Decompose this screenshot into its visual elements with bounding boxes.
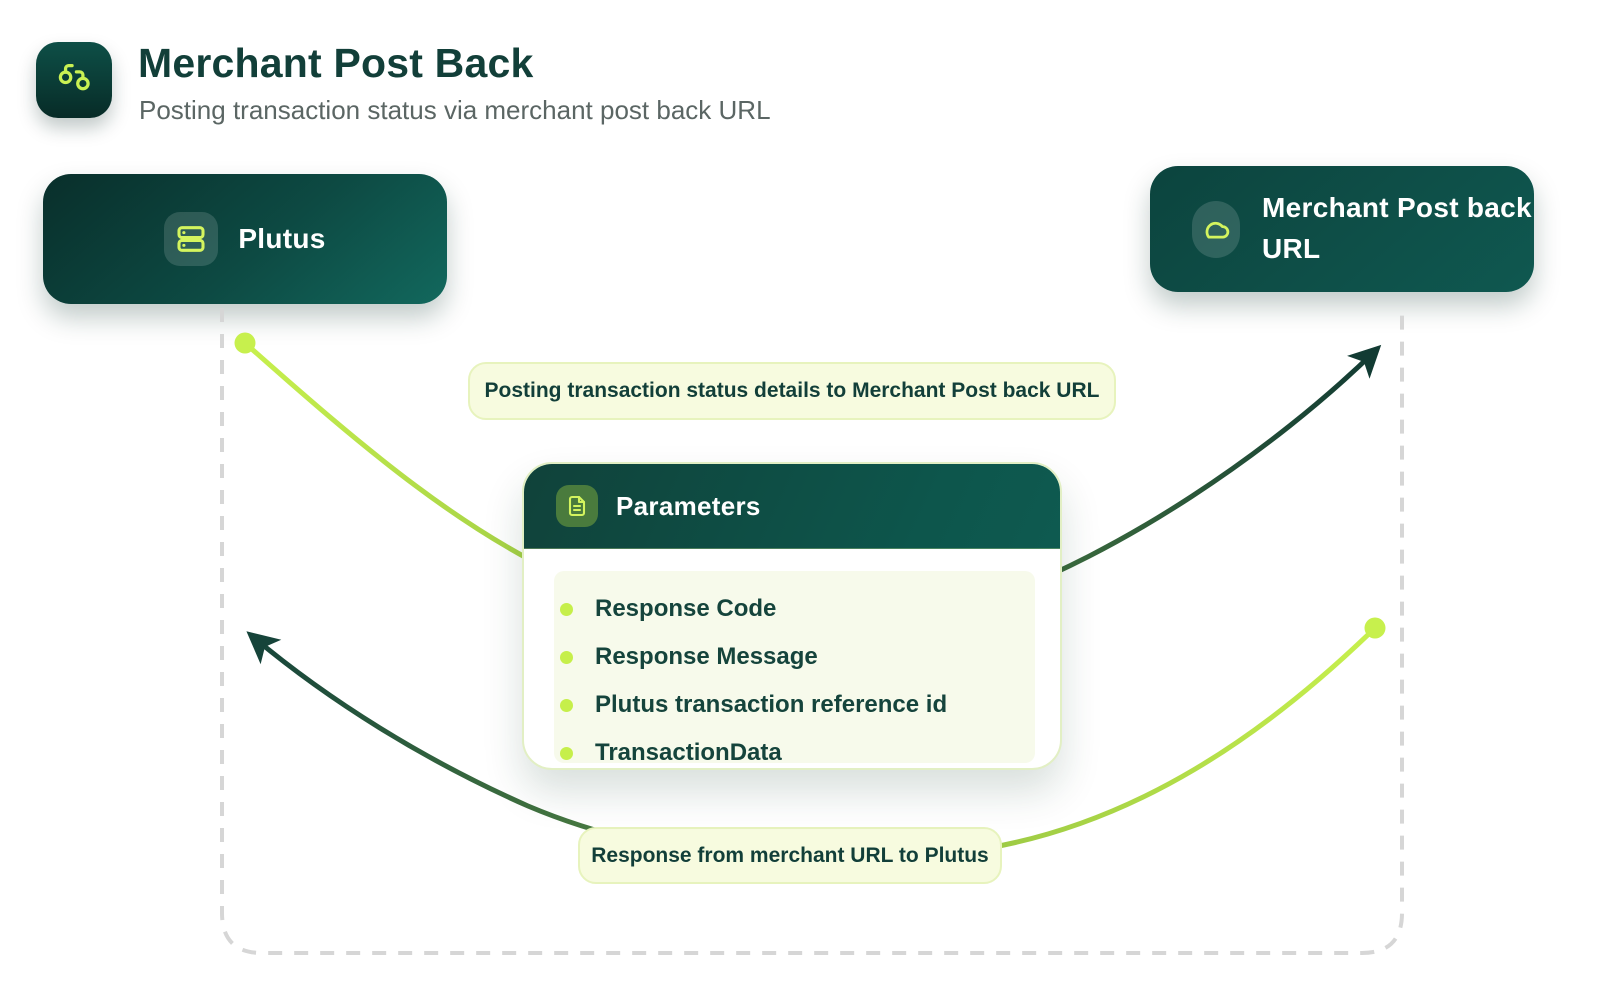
bullet-icon xyxy=(560,746,573,760)
parameter-item: Response Code xyxy=(558,585,1035,633)
parameters-list-panel: Response Code Response Message Plutus tr… xyxy=(554,571,1035,766)
node-merchant-post-back-url: Merchant Post back URL xyxy=(1150,166,1534,292)
page-subtitle: Posting transaction status via merchant … xyxy=(139,95,771,125)
parameters-card-header: Parameters xyxy=(524,464,1060,549)
document-icon xyxy=(568,495,586,517)
parameter-item: Response Message xyxy=(558,633,1035,681)
parameters-icon-chip xyxy=(556,485,598,527)
plutus-label: Plutus xyxy=(238,222,326,254)
server-icon xyxy=(177,226,205,252)
parameter-item: TransactionData xyxy=(558,729,1035,768)
parameters-list: Response Code Response Message Plutus tr… xyxy=(558,585,1035,768)
cloud-icon xyxy=(1205,221,1230,239)
response-flow-label: Response from merchant URL to Plutus xyxy=(578,827,1002,884)
parameters-card: Parameters Response Code Response Messag… xyxy=(522,462,1062,770)
parameters-title: Parameters xyxy=(616,490,761,521)
bullet-icon xyxy=(560,602,573,616)
parameter-label: Response Message xyxy=(595,643,818,670)
posting-flow-label: Posting transaction status details to Me… xyxy=(468,362,1116,420)
parameter-item: Plutus transaction reference id xyxy=(558,681,1035,729)
bullet-icon xyxy=(560,698,573,712)
page-title: Merchant Post Back xyxy=(138,40,534,86)
node-plutus: Plutus xyxy=(43,174,447,304)
plutus-icon-chip xyxy=(164,212,219,266)
app-logo xyxy=(36,42,112,118)
bullet-icon xyxy=(560,650,573,664)
merchant-icon-chip xyxy=(1192,200,1240,258)
parameter-label: Response Code xyxy=(595,595,777,622)
posting-origin-dot xyxy=(234,332,256,354)
workflow-icon xyxy=(58,63,90,91)
response-origin-dot xyxy=(1364,617,1386,639)
merchant-label: Merchant Post back URL xyxy=(1262,192,1532,264)
parameter-label: TransactionData xyxy=(595,739,782,766)
parameter-label: Plutus transaction reference id xyxy=(595,691,948,718)
